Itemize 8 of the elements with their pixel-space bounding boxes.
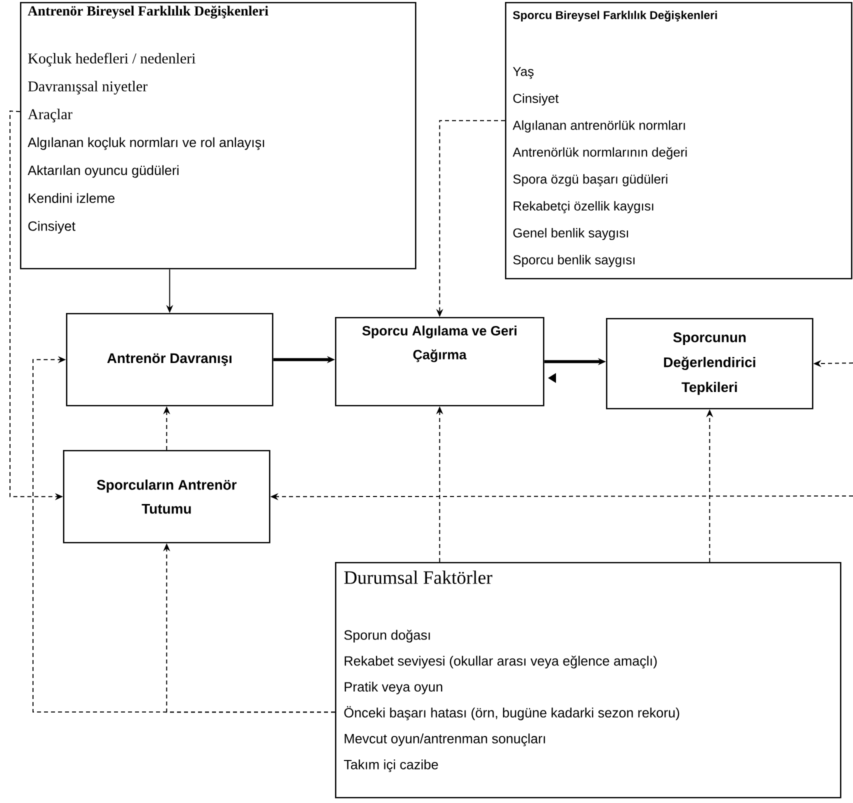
factor-list-box: Durumsal Faktörler Sporun doğası Rekabet seviyesi (okullar arası veya eğlence amaçlı) Pratik veya oyun Önceki başarı hatası (örn, bugüne kadarki sezon rekoru) Mevcut oyun/antrenman sonuçları Takım içi cazibe xyxy=(335,562,842,798)
variable-list-box: Antrenör Bireysel Farklılık Değişkenleri Koçluk hedefleri / nedenleri Davranışsal niyetler Araçlar Algılanan koçluk normları ve rol anlayışı Aktarılan oyuncu güdüleri Kendini izleme Cinsiyet xyxy=(20,2,416,270)
process-box: Antrenör Davranışı xyxy=(66,313,274,406)
process-box: Sporcu Algılama ve Geri Çağırma xyxy=(335,317,544,406)
process-box: Sporcunun Değerlendirici Tepkileri xyxy=(606,318,814,410)
variable-list-box: Sporcu Bireysel Farklılık Değişkenleri Yaş Cinsiyet Algılanan antrenörlük normları Antrenörlük normlarının değeri Spora özgü başarı güdüleri Rekabetçi özellik kaygısı Genel benlik saygısı Sporcu benlik saygısı xyxy=(505,2,852,280)
connector-arrow xyxy=(32,356,336,713)
process-box: Sporcuların Antrenör Tutumu xyxy=(63,450,270,544)
